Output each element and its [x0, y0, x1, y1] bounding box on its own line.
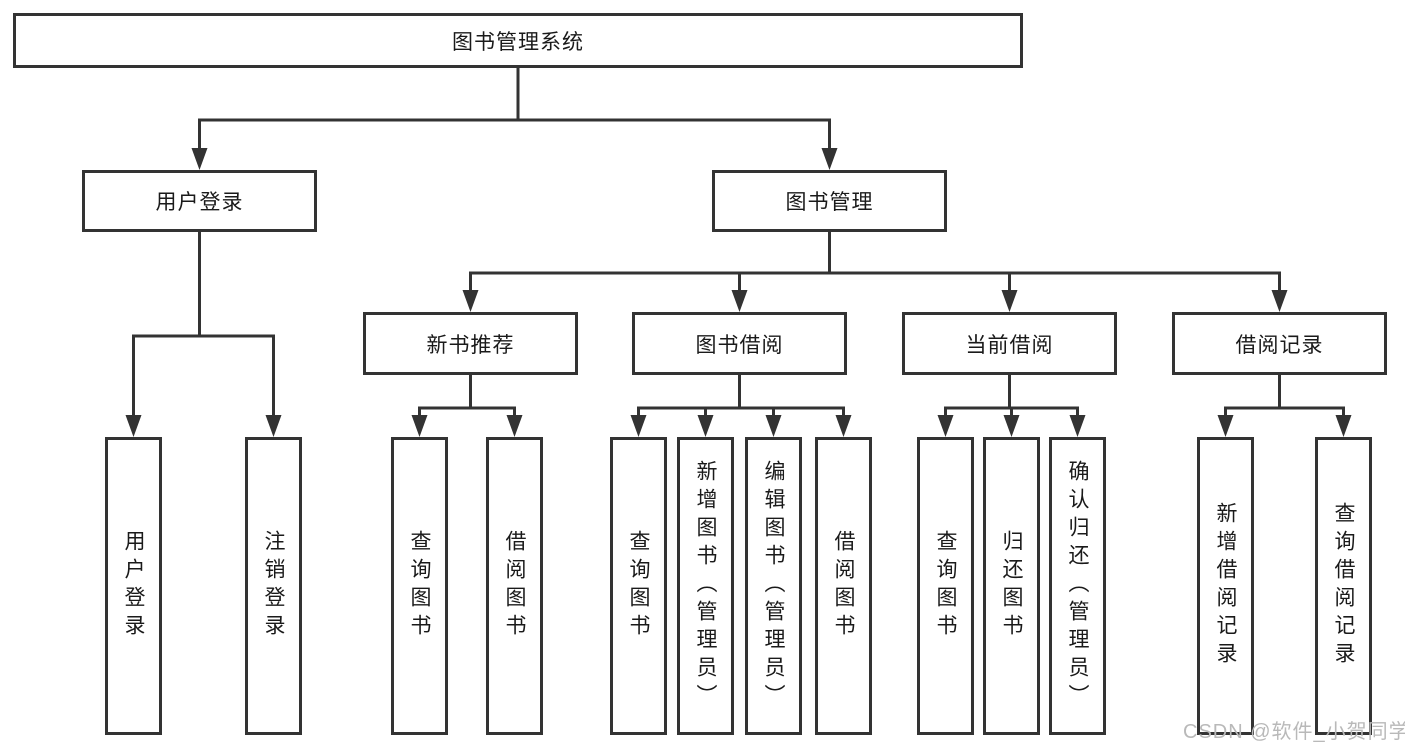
node-user-login-label: 用户登录 [155, 191, 244, 214]
leaf-query-books-borrowing-label: 查询图书 [627, 530, 650, 642]
leaf-borrow-books-recommend-label: 借阅图书 [503, 530, 526, 642]
leaf-borrow-books-label: 借阅图书 [832, 530, 855, 642]
node-new-book-recommendation: 新书推荐 [363, 312, 578, 375]
leaf-return-books-label: 归还图书 [1000, 530, 1023, 642]
leaf-logout-label: 注销登录 [262, 530, 285, 642]
leaf-add-books-admin-label: 新增图书（管理员） [694, 460, 717, 712]
node-borrowing-records-label: 借阅记录 [1235, 333, 1324, 357]
root-node-label: 图书管理系统 [452, 30, 584, 54]
node-current-borrowing-label: 当前借阅 [965, 333, 1054, 357]
leaf-user-login-label: 用户登录 [122, 530, 145, 642]
leaf-query-borrow-record: 查询借阅记录 [1315, 437, 1372, 735]
leaf-edit-books-admin-label: 编辑图书（管理员） [762, 460, 785, 712]
leaf-query-books-current: 查询图书 [917, 437, 974, 735]
node-borrowing-records: 借阅记录 [1172, 312, 1387, 375]
leaf-query-books-current-label: 查询图书 [934, 530, 957, 642]
leaf-add-borrow-record-label: 新增借阅记录 [1214, 502, 1237, 670]
node-book-borrowing: 图书借阅 [632, 312, 847, 375]
leaf-query-books-recommend-label: 查询图书 [408, 530, 431, 642]
leaf-user-login: 用户登录 [105, 437, 162, 735]
leaf-confirm-return-admin: 确认归还（管理员） [1049, 437, 1106, 735]
leaf-add-books-admin: 新增图书（管理员） [677, 437, 734, 735]
leaf-query-books-borrowing: 查询图书 [610, 437, 667, 735]
arrowhead-icons [125, 148, 1352, 437]
leaf-return-books: 归还图书 [983, 437, 1040, 735]
node-book-management-label: 图书管理 [785, 191, 874, 214]
leaf-confirm-return-admin-label: 确认归还（管理员） [1066, 460, 1089, 712]
node-user-login: 用户登录 [82, 170, 317, 232]
csdn-watermark: CSDN @软件_小贺同学 [1183, 721, 1405, 743]
leaf-query-borrow-record-label: 查询借阅记录 [1332, 502, 1355, 670]
leaf-borrow-books: 借阅图书 [815, 437, 872, 735]
node-book-management: 图书管理 [712, 170, 947, 232]
root-node-library-management-system: 图书管理系统 [13, 13, 1023, 68]
leaf-add-borrow-record: 新增借阅记录 [1197, 437, 1254, 735]
node-current-borrowing: 当前借阅 [902, 312, 1117, 375]
node-book-borrowing-label: 图书借阅 [695, 333, 784, 357]
leaf-logout: 注销登录 [245, 437, 302, 735]
leaf-edit-books-admin: 编辑图书（管理员） [745, 437, 802, 735]
leaf-query-books-recommend: 查询图书 [391, 437, 448, 735]
node-new-book-recommendation-label: 新书推荐 [426, 333, 515, 357]
leaf-borrow-books-recommend: 借阅图书 [486, 437, 543, 735]
